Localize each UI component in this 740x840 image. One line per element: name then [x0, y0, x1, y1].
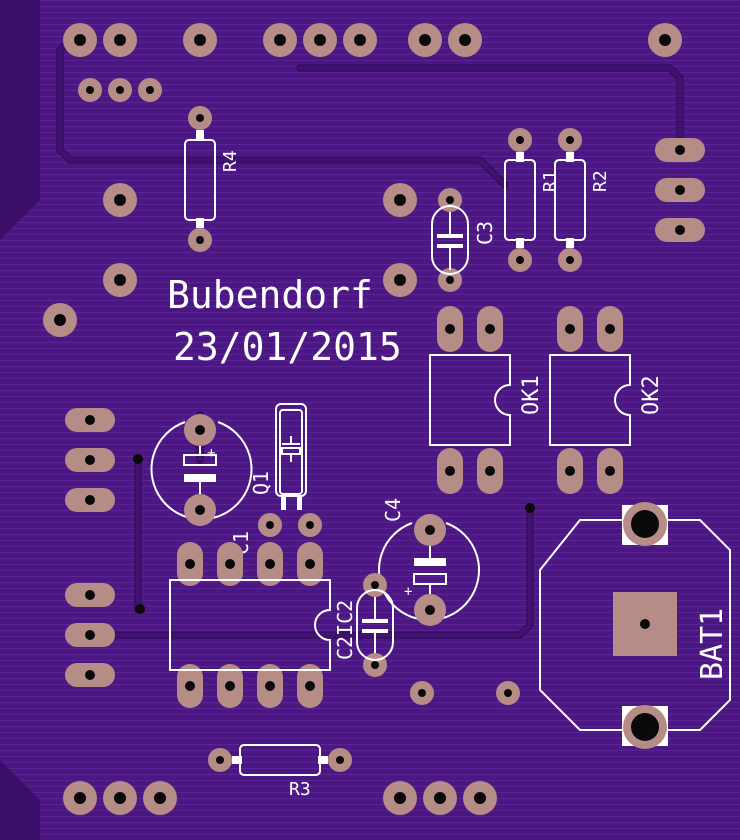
- capacitor-c2[interactable]: [356, 573, 394, 677]
- board-date: 23/01/2015: [173, 325, 402, 369]
- optocoupler-ok2[interactable]: OK2: [549, 306, 664, 494]
- ok1-label: OK1: [519, 375, 544, 415]
- header-top[interactable]: [63, 23, 682, 57]
- resistor-r3[interactable]: R3: [208, 744, 352, 800]
- r4-label: R4: [220, 150, 241, 172]
- c1-plus: +: [204, 449, 220, 457]
- q1-label: Q1: [249, 471, 273, 495]
- battery-bat1[interactable]: BAT1: [539, 502, 731, 749]
- capacitor-c4[interactable]: + C4: [378, 498, 480, 626]
- capacitor-c3[interactable]: C3: [431, 188, 497, 292]
- header-bottom-right[interactable]: [383, 781, 497, 815]
- board-title: Bubendorf: [167, 273, 373, 317]
- r1-label: R1: [540, 170, 561, 192]
- ok2-label: OK2: [639, 375, 664, 415]
- small-header-3pin[interactable]: [78, 78, 162, 102]
- c3-label: C3: [473, 221, 497, 245]
- connector-left-lower[interactable]: [65, 583, 115, 687]
- ic-label: C2IC2: [333, 600, 357, 660]
- misc-pads[interactable]: [43, 183, 520, 705]
- resistor-r2[interactable]: R2: [554, 128, 611, 272]
- optocoupler-ok1[interactable]: OK1: [429, 306, 544, 494]
- r2-label: R2: [590, 170, 611, 192]
- header-bottom-left[interactable]: [63, 781, 177, 815]
- connector-right[interactable]: [655, 138, 705, 242]
- vias: [133, 454, 535, 614]
- bat1-label: BAT1: [695, 608, 730, 680]
- c4-label: C4: [381, 498, 405, 522]
- r3-label: R3: [289, 779, 311, 800]
- connector-left-upper[interactable]: [65, 408, 115, 512]
- ic-dip8[interactable]: C2IC2: [169, 542, 357, 708]
- resistor-r4[interactable]: R4: [184, 106, 241, 252]
- c4-plus: +: [404, 584, 412, 600]
- transistor-q1[interactable]: Q1: [249, 403, 322, 537]
